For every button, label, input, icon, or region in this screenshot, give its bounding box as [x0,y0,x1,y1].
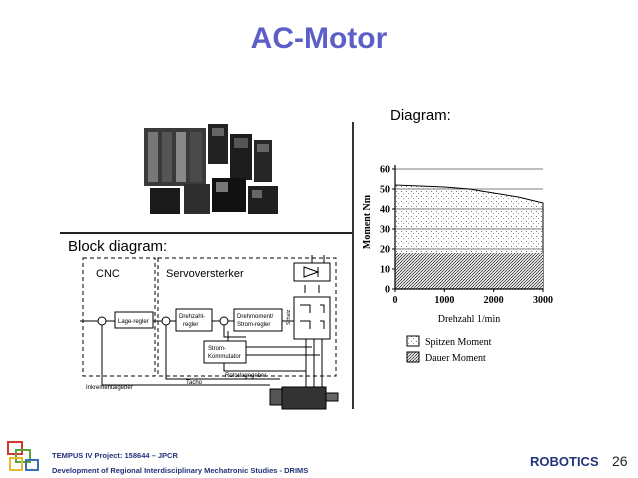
torque-speed-chart: 0 10 20 30 40 50 60 0 1000 2000 3000 Moment Nm Dre… [362,165,553,365]
lage-regler-box [114,311,154,329]
block-diagram: CNC Servoversterker Lage-regler Drehzahl… [80,255,339,410]
cnc-label: CNC [96,268,120,280]
x-tick-label: 2000 [484,295,504,306]
legend-label-dauer: Dauer Moment [425,353,486,364]
drehzahl-label-1: Drehzahl- [179,314,205,320]
motor-shaft-icon [325,392,339,402]
inkrementalgeber-label: Inkrementalgeber [86,385,133,391]
x-tick-label: 3000 [533,295,553,306]
rotor-feedback-path [223,363,306,372]
encoder-icon [269,388,283,406]
drims-logo [7,441,39,471]
drehmoment-label-2: Strom-regler [237,322,270,328]
sum-node-1 [97,316,107,326]
footer-project: TEMPUS IV Project: 158644 – JPCR [52,451,178,460]
supply-lines [311,255,325,263]
block-diagram-label: Block diagram: [68,238,168,255]
diagram-label: Diagram: [390,107,451,124]
y-tick-label: 20 [380,245,390,256]
sum-node-3 [219,316,229,326]
kommutator-lines [246,346,320,356]
logo-square-blue [25,459,39,471]
drehmoment-label-1: Drehmoment/ [237,314,274,320]
kommutator-box [203,340,247,364]
y-tick-label: 40 [380,205,390,216]
logo-square-yellow [9,457,23,471]
x-tick-label: 1000 [434,295,454,306]
y-tick-label: 30 [380,225,390,236]
capacitor-icon [304,285,320,293]
footer-course: ROBOTICS [530,454,599,469]
drehzahl-label-2: regler [183,322,198,328]
rotorlagegeber-label: Rotorlagegeber [225,373,266,379]
y-axis-label: Moment Nm [362,194,373,249]
x-axis-label: Drehzahl 1/min [438,314,500,325]
y-tick-label: 60 [380,165,390,176]
tacho-feedback-path [165,325,280,380]
motor-photo [142,120,280,218]
current-feedback-path [223,325,246,341]
y-tick-label: 50 [380,185,390,196]
legend-label-spitzen: Spitzen Moment [425,337,492,348]
kommutator-label-2: Kommutator [208,354,241,360]
drehzahl-regler-box [175,308,213,332]
sum-node-2 [161,316,171,326]
slide-title: AC-Motor [250,22,388,55]
page-number: 26 [612,453,628,469]
rectifier-diode-icon [303,266,320,278]
tacho-label: Tacho [186,380,203,386]
inverter-switch-icon [300,304,325,329]
servo-box [157,257,337,377]
motor-icon [281,386,327,410]
y-tick-label: 10 [380,265,390,276]
position-feedback-path [101,325,270,386]
legend-swatch-spitzen [406,335,420,347]
y-tick-label: 0 [385,285,390,296]
divider-horizontal [60,232,354,234]
kommutator-label-1: Strom- [208,346,226,352]
legend-swatch-dauer [406,351,420,363]
drehmoment-regler-box [233,308,283,332]
cnc-box [82,257,156,377]
footer-program: Development of Regional Interdisciplinar… [52,466,309,475]
lage-regler-label: Lage-regler [118,319,149,325]
schutz-label: Schutz [286,309,292,325]
x-tick-label: 0 [393,295,398,306]
inverter-box [293,296,331,340]
divider-vertical [352,122,354,409]
servo-label: Servoversterker [166,268,244,280]
rectifier-box [293,262,331,282]
dauer-moment-area [395,253,543,289]
motor-phase-lines [305,339,323,395]
